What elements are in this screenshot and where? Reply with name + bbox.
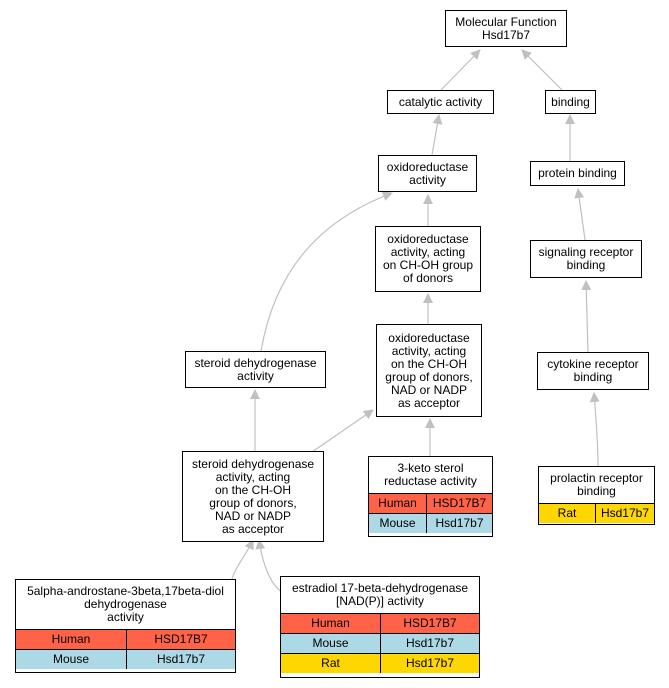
gene-row-human: Human HSD17B7 xyxy=(369,493,492,513)
gene-row-human: Human HSD17B7 xyxy=(16,629,235,649)
species-cell: Human xyxy=(16,630,127,649)
species-cell: Mouse xyxy=(16,650,127,669)
edge-cytokine-signaling xyxy=(581,280,592,353)
node-title: 3-keto sterol reductase activity xyxy=(384,461,477,488)
node-steroid-dehydrogenase[interactable]: steroid dehydrogenase activity xyxy=(185,351,326,388)
edge-steroidnad-oxnad xyxy=(311,409,374,453)
gene-cell: HSD17B7 xyxy=(127,630,235,649)
node-catalytic-activity[interactable]: catalytic activity xyxy=(387,90,494,114)
edge-prolactin-cytokine xyxy=(589,392,600,467)
species-cell: Human xyxy=(281,614,381,633)
node-signaling-receptor-binding[interactable]: signaling receptor binding xyxy=(530,240,642,278)
edge-oxidoreductase-catalytic xyxy=(431,114,443,156)
node-oxidoreductase-choh-donors[interactable]: oxidoreductase activity, acting on CH-OH… xyxy=(375,226,481,292)
gene-row-rat: Rat Hsd17b7 xyxy=(539,503,654,523)
edge-estradiol-steroidnad xyxy=(255,539,281,592)
gene-cell: Hsd17b7 xyxy=(381,634,479,653)
node-title: prolactin receptor binding xyxy=(550,471,643,498)
edge-binding-mf xyxy=(521,49,563,91)
edge-catalytic-mf xyxy=(440,49,481,91)
species-cell: Rat xyxy=(281,654,381,673)
node-prolactin-receptor-binding[interactable]: prolactin receptor binding Rat Hsd17b7 xyxy=(538,466,655,525)
node-molecular-function[interactable]: Molecular Function Hsd17b7 xyxy=(445,10,567,47)
edge-signaling-proteinbinding xyxy=(574,188,586,241)
gene-cell: Hsd17b7 xyxy=(381,654,479,673)
node-binding[interactable]: binding xyxy=(545,90,596,114)
gene-cell: HSD17B7 xyxy=(427,494,492,513)
node-estradiol-17beta-dehydrogenase[interactable]: estradiol 17-beta-dehydrogenase [NAD(P)]… xyxy=(280,576,480,678)
gene-cell: HSD17B7 xyxy=(381,614,479,633)
edge-androstane-steroidnad xyxy=(231,539,254,580)
edge-steroiddh-oxidoreductase xyxy=(260,191,393,352)
node-3-keto-sterol-reductase[interactable]: 3-keto sterol reductase activity Human H… xyxy=(368,456,493,537)
node-oxidoreductase-activity[interactable]: oxidoreductase activity xyxy=(378,155,477,192)
gene-row-mouse: Mouse Hsd17b7 xyxy=(281,633,479,653)
node-title: 5alpha-androstane-3beta,17beta-diol dehy… xyxy=(27,584,224,624)
node-protein-binding[interactable]: protein binding xyxy=(530,161,625,186)
species-cell: Mouse xyxy=(281,634,381,653)
node-oxidoreductase-nad[interactable]: oxidoreductase activity, acting on the C… xyxy=(376,324,482,417)
species-cell: Rat xyxy=(539,504,596,523)
gene-row-mouse: Mouse Hsd17b7 xyxy=(16,649,235,669)
node-cytokine-receptor-binding[interactable]: cytokine receptor binding xyxy=(537,352,649,390)
gene-row-human: Human HSD17B7 xyxy=(281,613,479,633)
node-title: estradiol 17-beta-dehydrogenase [NAD(P)]… xyxy=(291,581,469,608)
species-cell: Mouse xyxy=(369,514,427,533)
node-5alpha-androstane-dehydrogenase[interactable]: 5alpha-androstane-3beta,17beta-diol dehy… xyxy=(15,579,236,673)
gene-row-mouse: Mouse Hsd17b7 xyxy=(369,513,492,533)
gene-row-rat: Rat Hsd17b7 xyxy=(281,653,479,673)
gene-cell: Hsd17b7 xyxy=(127,650,235,669)
node-steroid-dehydrogenase-nad[interactable]: steroid dehydrogenase activity, acting o… xyxy=(182,451,324,542)
species-cell: Human xyxy=(369,494,427,513)
gene-cell: Hsd17b7 xyxy=(596,504,654,523)
gene-cell: Hsd17b7 xyxy=(427,514,492,533)
